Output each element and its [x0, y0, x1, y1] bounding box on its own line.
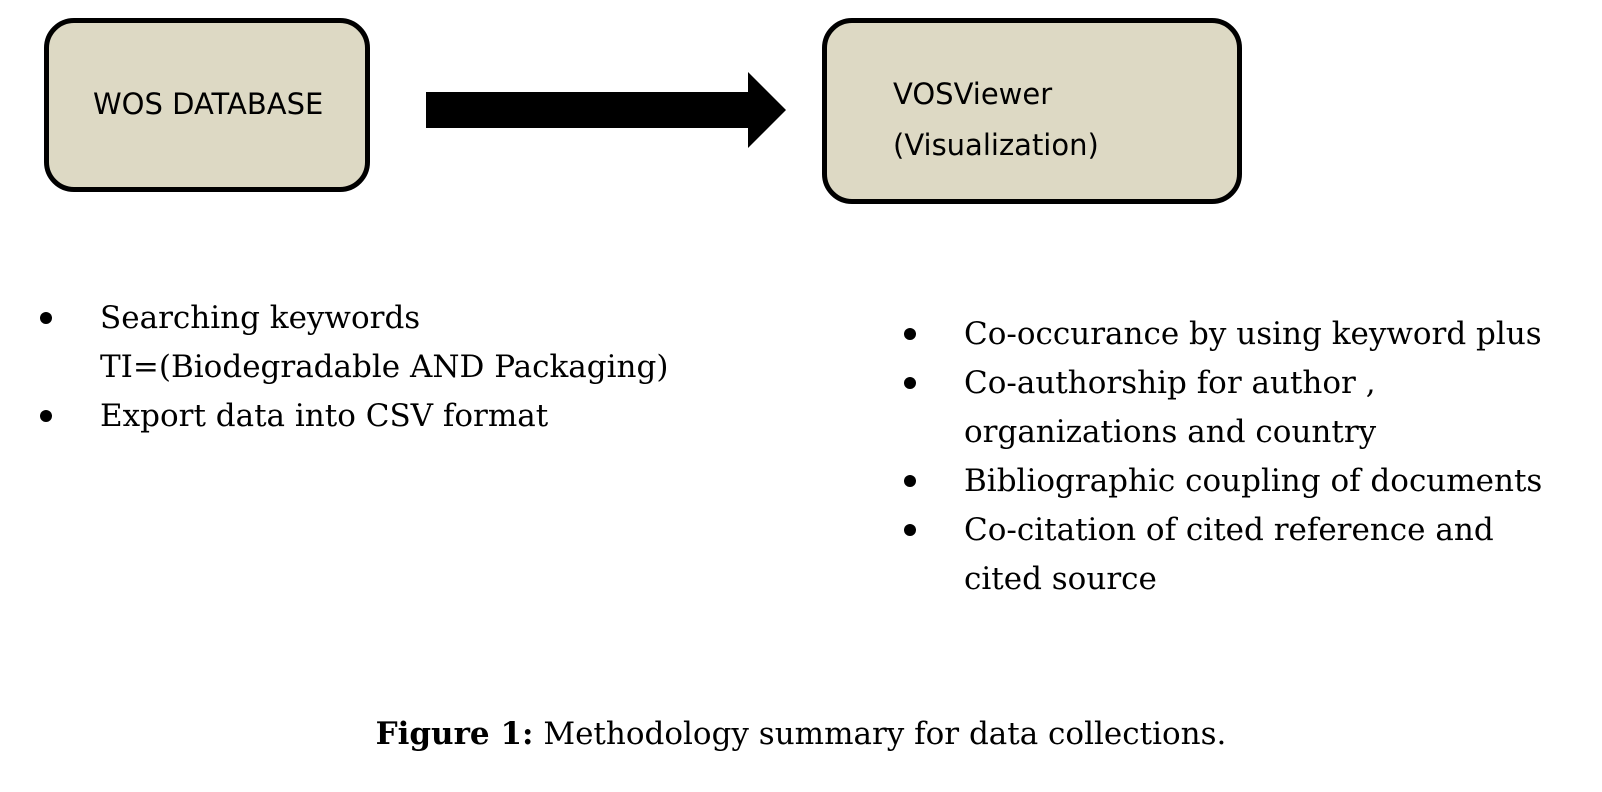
right-arrow-icon: [426, 72, 786, 148]
list-item-text: TI=(Biodegradable AND Packaging): [100, 349, 669, 385]
vosviewer-label-line1: VOSViewer: [893, 77, 1053, 111]
data-collection-steps-list: Searching keywords TI=(Biodegradable AND…: [40, 294, 760, 441]
list-item-text: Searching keywords: [100, 300, 421, 336]
list-item: Co-citation of cited reference and cited…: [904, 506, 1564, 604]
list-item-text: organizations and country: [964, 414, 1377, 450]
bullet-dot-icon: [904, 377, 916, 389]
visualization-analyses-list: Co-occurance by using keyword plus Co-au…: [904, 310, 1564, 604]
list-item-text: Co-authorship for author ,: [964, 365, 1376, 401]
list-item: Co-authorship for author , organizations…: [904, 359, 1564, 457]
vosviewer-label-line2: (Visualization): [893, 128, 1099, 162]
right-arrow-shape: [426, 72, 786, 148]
bullet-dot-icon: [40, 410, 52, 422]
vosviewer-box: VOSViewer (Visualization): [822, 18, 1242, 204]
list-item-text: Co-occurance by using keyword plus: [964, 316, 1542, 352]
figure-caption-text: Methodology summary for data collections…: [543, 716, 1227, 752]
bullet-dot-icon: [904, 328, 916, 340]
list-item-text: cited source: [964, 561, 1157, 597]
wos-database-box: WOS DATABASE: [44, 18, 370, 192]
bullet-dot-icon: [904, 524, 916, 536]
list-item: Export data into CSV format: [40, 392, 760, 441]
list-item-text: Export data into CSV format: [100, 398, 549, 434]
bullet-dot-icon: [40, 312, 52, 324]
bullet-dot-icon: [904, 475, 916, 487]
wos-database-label: WOS DATABASE: [93, 87, 324, 121]
figure-caption: Figure 1: Methodology summary for data c…: [0, 716, 1602, 752]
list-item-text: Co-citation of cited reference and: [964, 512, 1494, 548]
list-item: Bibliographic coupling of documents: [904, 457, 1564, 506]
list-item-text: Bibliographic coupling of documents: [964, 463, 1543, 499]
figure-caption-label: Figure 1:: [375, 716, 534, 752]
vosviewer-label: VOSViewer (Visualization): [893, 69, 1099, 171]
list-item: Co-occurance by using keyword plus: [904, 310, 1564, 359]
list-item: Searching keywords TI=(Biodegradable AND…: [40, 294, 760, 392]
